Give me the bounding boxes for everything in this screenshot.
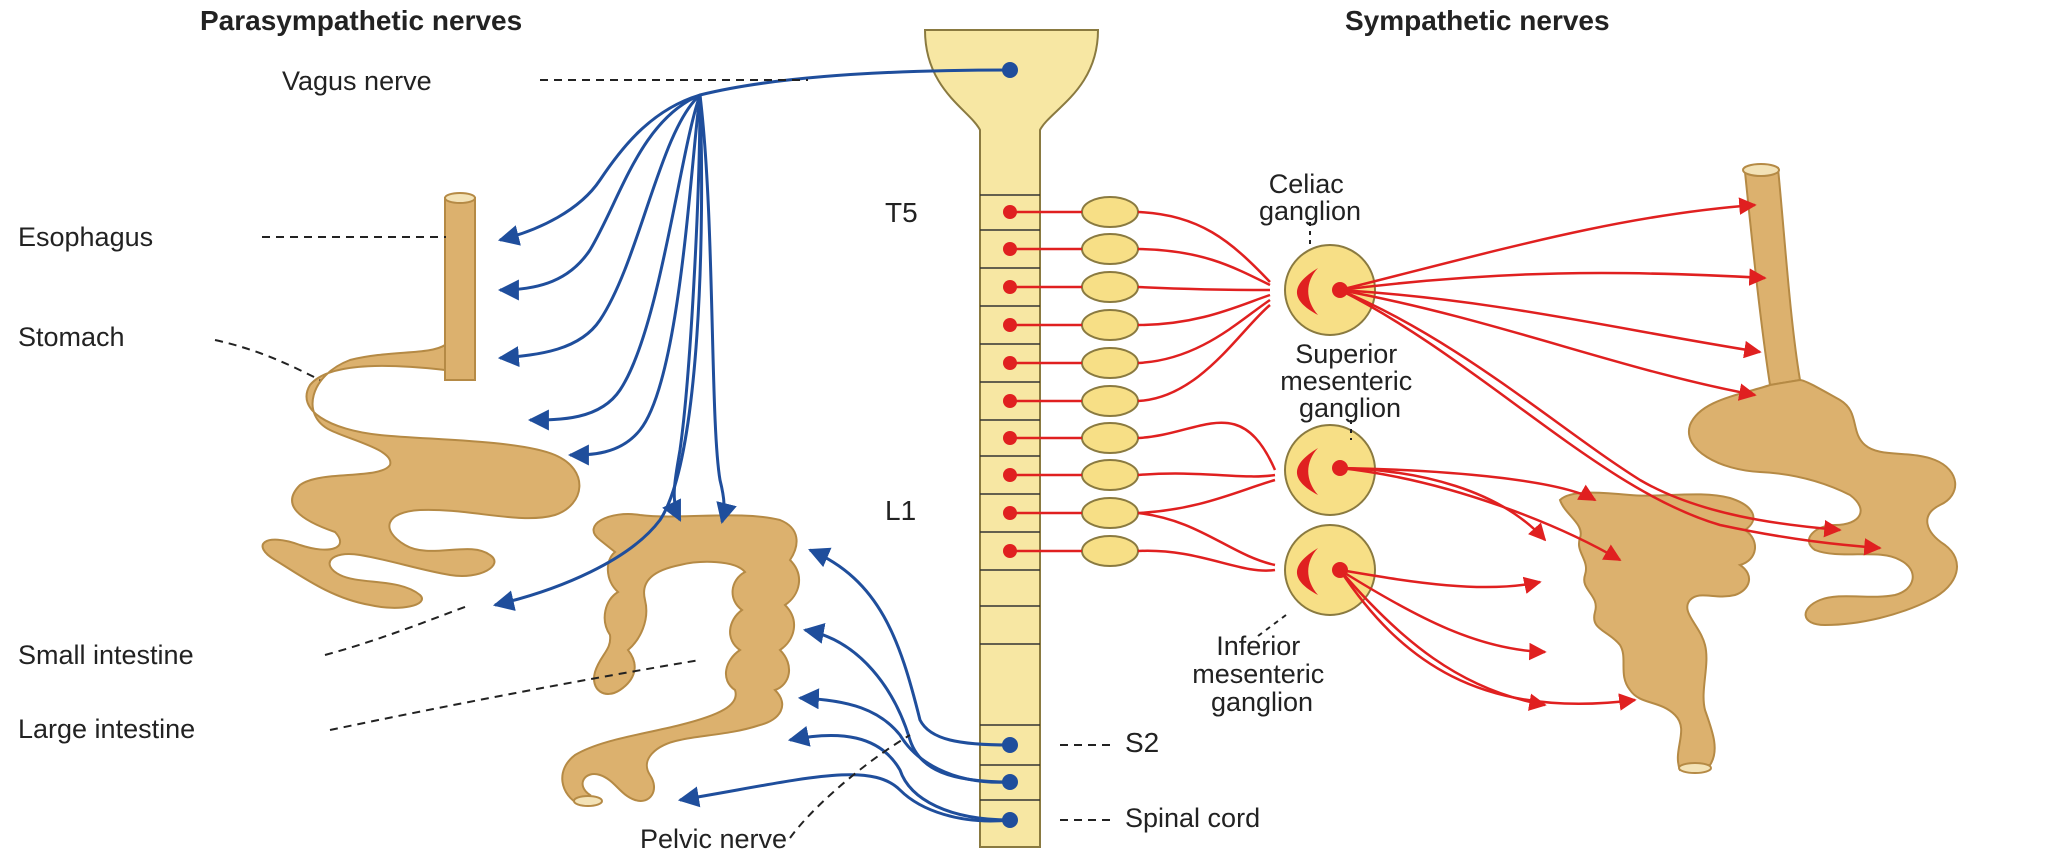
vagus-nerve-label: Vagus nerve [282, 66, 432, 96]
left-large-intestine [562, 514, 799, 805]
s2-segment-label: S2 [1125, 727, 1159, 758]
superior-mesenteric-ganglion-label: Superior mesenteric ganglion [1280, 339, 1420, 423]
left-stomach [263, 345, 580, 608]
spinal-cord-label: Spinal cord [1125, 803, 1260, 833]
left-gi-tract [263, 193, 799, 806]
t5-segment-label: T5 [885, 197, 918, 228]
celiac-ganglion [1285, 245, 1375, 335]
large-intestine-label: Large intestine [18, 714, 195, 744]
small-intestine-label: Small intestine [18, 640, 194, 670]
parasympathetic-heading: Parasympathetic nerves [200, 5, 522, 36]
pelvic-nerve-label: Pelvic nerve [640, 824, 787, 854]
esophagus-label: Esophagus [18, 222, 153, 252]
l1-segment-label: L1 [885, 495, 916, 526]
celiac-ganglion-label: Celiac ganglion [1259, 169, 1361, 226]
right-gi-tract [1560, 164, 1957, 773]
label-leader-lines [215, 80, 1351, 838]
sympathetic-heading: Sympathetic nerves [1345, 5, 1610, 36]
stomach-label: Stomach [18, 322, 125, 352]
preganglionic-fibers [1010, 212, 1275, 571]
sympathetic-chain-ganglia [1082, 197, 1138, 566]
right-large-intestine [1560, 493, 1755, 770]
inferior-mesenteric-ganglion-label: Inferior mesenteric ganglion [1192, 631, 1332, 717]
left-esophagus [445, 198, 475, 380]
